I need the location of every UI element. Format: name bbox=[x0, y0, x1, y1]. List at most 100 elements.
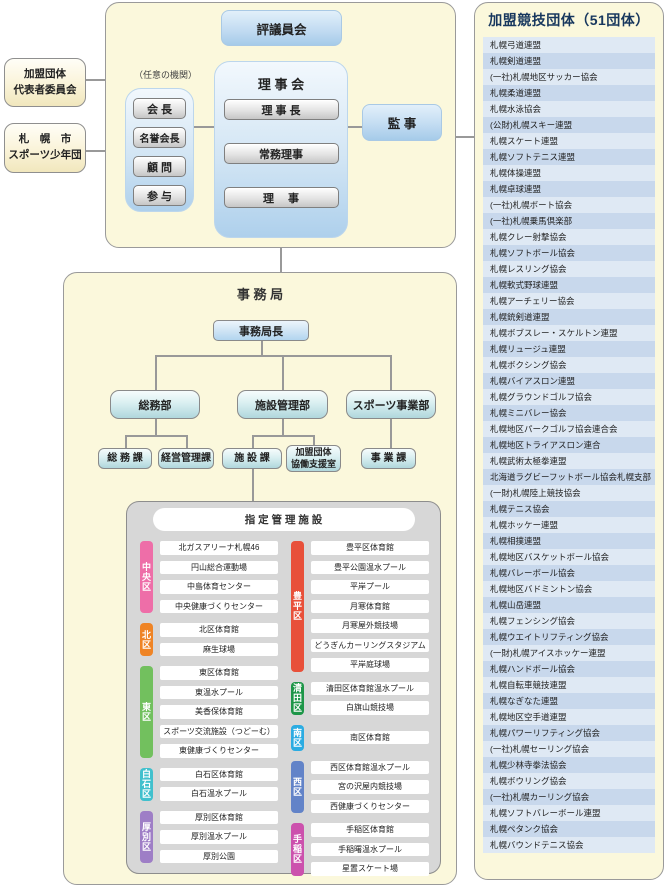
connector-line bbox=[282, 355, 284, 390]
facility-item: スポーツ交流施設（つどーむ） bbox=[160, 724, 278, 738]
facility-item: 厚別温水プール bbox=[160, 830, 278, 844]
org-list-item: 札幌銃剣道連盟 bbox=[483, 309, 655, 325]
org-list-item: 札幌ボクシング協会 bbox=[483, 357, 655, 373]
org-list-item: 札幌地区パークゴルフ協会連合会 bbox=[483, 421, 655, 437]
org-list-item: 札幌バレーボール協会 bbox=[483, 565, 655, 581]
member-support-office-label-line2: 協働支援室 bbox=[290, 458, 336, 469]
facility-item: 豊平公園温水プール bbox=[311, 560, 429, 574]
board-title: 理 事 会 bbox=[257, 77, 305, 92]
facility-item: 円山総合運動場 bbox=[160, 560, 278, 574]
facility-item: 宮の沢屋内競技場 bbox=[311, 780, 429, 794]
facility-item: 清田区体育館温水プール bbox=[311, 681, 429, 695]
facility-item: 手稲曙温水プール bbox=[311, 842, 429, 856]
facility-list: 東区体育館東温水プール美香保体育館スポーツ交流施設（つどーむ）東健康づくりセンタ… bbox=[160, 666, 278, 758]
org-list-item: (一財)札幌陸上競技協会 bbox=[483, 485, 655, 501]
org-list-item: 札幌スケート連盟 bbox=[483, 133, 655, 149]
connector-line bbox=[186, 435, 188, 448]
district-label: 厚別区 bbox=[140, 810, 153, 863]
district-group: 清田区清田区体育館温水プール白旗山競技場 bbox=[291, 681, 429, 715]
district-label: 中央区 bbox=[140, 541, 153, 613]
connector-line bbox=[252, 435, 313, 437]
district-label: 清田区 bbox=[291, 681, 304, 715]
org-list-item: 札幌ハンドボール協会 bbox=[483, 661, 655, 677]
district-group: 西区西区体育館温水プール宮の沢屋内競技場西健康づくりセンター bbox=[291, 760, 429, 813]
member-support-office-label-line1: 加盟団体 bbox=[295, 446, 332, 457]
facility-item: 厚別区体育館 bbox=[160, 810, 278, 824]
secretariat-panel: 事 務 局 事務局長 総務部 施設管理部 スポーツ事業部 総 務 課 経営管理課… bbox=[63, 272, 457, 885]
optional-organ-note: （任意の機関） bbox=[134, 70, 198, 80]
connector-line bbox=[280, 248, 282, 272]
district-label: 豊平区 bbox=[291, 541, 304, 672]
org-list-item: 札幌相撲連盟 bbox=[483, 533, 655, 549]
affiliated-organizations-title: 加盟競技団体（51団体） bbox=[488, 12, 650, 28]
facility-item: 豊平区体育館 bbox=[311, 541, 429, 555]
facility-item: 東温水プール bbox=[160, 685, 278, 699]
member-representative-committee-box: 加盟団体 代表者委員会 bbox=[4, 58, 86, 107]
facility-list: 北区体育館麻生球場 bbox=[160, 623, 278, 656]
org-list-item: 札幌軟式野球連盟 bbox=[483, 277, 655, 293]
org-list-item: 札幌ウエイトリフティング協会 bbox=[483, 629, 655, 645]
facility-item: どうぎんカーリングスタジアム bbox=[311, 638, 429, 652]
org-list-item: (一社)札幌乗馬倶楽部 bbox=[483, 213, 655, 229]
org-list-item: 札幌剣道連盟 bbox=[483, 53, 655, 69]
org-list-item: (一社)札幌ボート協会 bbox=[483, 197, 655, 213]
sports-youth-group-box: 札 幌 市 スポーツ少年団 bbox=[4, 123, 86, 173]
facility-item: 北区体育館 bbox=[160, 623, 278, 637]
facility-item: 星置スケート場 bbox=[311, 862, 429, 876]
facility-management-dept-box: 施設管理部 bbox=[237, 390, 328, 419]
counselor-box: 参 与 bbox=[133, 185, 186, 206]
district-group: 豊平区豊平区体育館豊平公園温水プール平岸プール月寒体育館月寒屋外競技場どうぎんカ… bbox=[291, 541, 429, 672]
auditor-box: 監 事 bbox=[362, 104, 442, 141]
district-label: 東区 bbox=[140, 666, 153, 758]
board-chairman-box: 理 事 長 bbox=[223, 99, 339, 120]
org-list-item: 札幌地区バスケットボール協会 bbox=[483, 549, 655, 565]
district-label: 南区 bbox=[291, 724, 304, 751]
org-list-item: 札幌少林寺拳法協会 bbox=[483, 757, 655, 773]
facility-list: 南区体育館 bbox=[311, 725, 429, 751]
connector-line bbox=[252, 469, 254, 501]
designated-facilities-title: 指 定 管 理 施 設 bbox=[152, 508, 415, 531]
org-list-item: 札幌アーチェリー協会 bbox=[483, 293, 655, 309]
district-label: 北区 bbox=[140, 623, 153, 656]
facility-list: 手稲区体育館手稲曙温水プール星置スケート場 bbox=[311, 823, 429, 876]
org-list-item: 札幌テニス協会 bbox=[483, 501, 655, 517]
org-list-item: (一社)札幌セーリング協会 bbox=[483, 741, 655, 757]
org-list-item: (一社)札幌カーリング協会 bbox=[483, 789, 655, 805]
connector-line bbox=[155, 419, 157, 435]
org-list-item: 北海道ラグビーフットボール協会札幌支部 bbox=[483, 469, 655, 485]
facility-item: 西健康づくりセンター bbox=[311, 799, 429, 813]
org-list-item: (一財)札幌アイスホッケー連盟 bbox=[483, 645, 655, 661]
org-list-item: 札幌地区バドミントン協会 bbox=[483, 581, 655, 597]
connector-line bbox=[282, 419, 284, 435]
facility-item: 麻生球場 bbox=[160, 642, 278, 656]
facility-item: 南区体育館 bbox=[311, 730, 429, 745]
org-list-item: 札幌クレー射撃協会 bbox=[483, 229, 655, 245]
connector-line bbox=[86, 150, 105, 152]
org-list-item: 札幌レスリング協会 bbox=[483, 261, 655, 277]
connector-line bbox=[125, 435, 127, 448]
connector-line bbox=[390, 355, 392, 390]
org-list-item: 札幌卓球連盟 bbox=[483, 181, 655, 197]
facility-item: 平岸プール bbox=[311, 580, 429, 594]
sports-business-dept-box: スポーツ事業部 bbox=[346, 390, 436, 419]
general-affairs-section-box: 総 務 課 bbox=[98, 448, 152, 469]
optional-organs-group: 会 長 名誉会長 顧 問 参 与 bbox=[125, 88, 194, 212]
org-list-item: 札幌バイアスロン連盟 bbox=[483, 373, 655, 389]
facility-item: 東健康づくりセンター bbox=[160, 744, 278, 758]
org-list-item: 札幌ボブスレー・スケルトン連盟 bbox=[483, 325, 655, 341]
facility-item: 中央健康づくりセンター bbox=[160, 599, 278, 613]
connector-line bbox=[252, 435, 254, 448]
district-label: 西区 bbox=[291, 760, 304, 813]
connector-line bbox=[261, 341, 263, 355]
facility-list: 厚別区体育館厚別温水プール厚別公園 bbox=[160, 810, 278, 863]
honorary-chairman-box: 名誉会長 bbox=[133, 127, 186, 148]
facility-list: 白石区体育館白石温水プール bbox=[160, 767, 278, 801]
member-representative-committee-label-line2: 代表者委員会 bbox=[13, 83, 77, 96]
org-list-item: 札幌グラウンドゴルフ協会 bbox=[483, 389, 655, 405]
org-list-item: 札幌パワーリフティング協会 bbox=[483, 725, 655, 741]
org-list-item: 札幌柔道連盟 bbox=[483, 85, 655, 101]
facility-item: 手稲区体育館 bbox=[311, 823, 429, 837]
